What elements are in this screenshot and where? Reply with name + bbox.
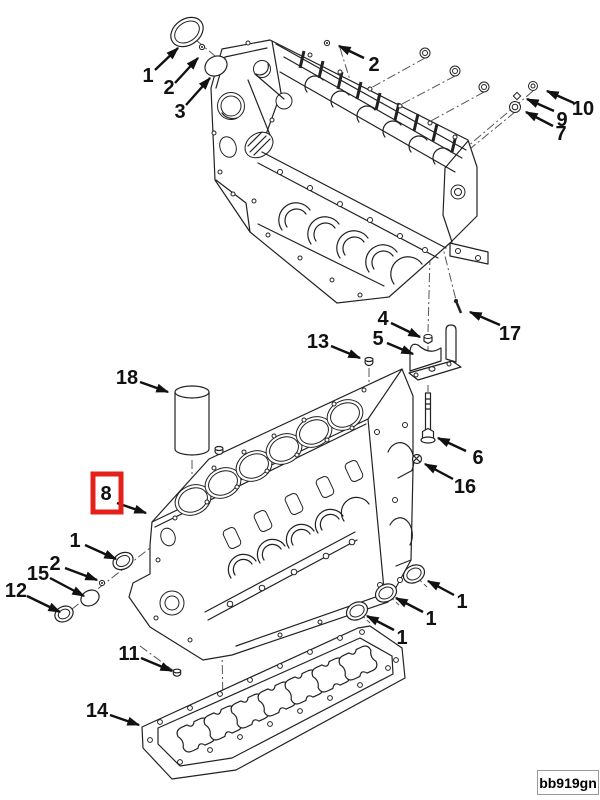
callout-13[interactable]: 13 — [307, 331, 329, 353]
cylinder-bores — [174, 399, 364, 516]
callout-14[interactable]: 14 — [86, 700, 109, 722]
rail-bolts — [226, 538, 356, 608]
o-rings-right — [345, 564, 426, 621]
callout-9[interactable]: 9 — [556, 109, 567, 131]
callout-1-left[interactable]: 1 — [69, 530, 80, 552]
o-ring-left — [112, 551, 134, 571]
tappet-windows — [222, 460, 364, 549]
main-bearing-arches — [278, 202, 423, 285]
callout-4[interactable]: 4 — [377, 308, 389, 330]
callout-1-right-middle[interactable]: 1 — [425, 608, 436, 630]
mid-bolt-holes — [277, 169, 428, 253]
callout-2-left[interactable]: 2 — [49, 553, 60, 575]
callout-labels: 1 2 3 2 10 9 7 4 5 13 17 18 8 6 16 1 2 1… — [5, 54, 594, 722]
figure-code-box: bb919gn — [537, 770, 599, 795]
ring-3 — [204, 55, 228, 77]
rail-bolt-holes — [307, 52, 458, 140]
nut-4 — [423, 333, 433, 345]
ring-7 — [509, 101, 521, 113]
oil-pan-gasket-drawing — [141, 625, 406, 780]
callout-1-right-upper[interactable]: 1 — [456, 591, 467, 613]
callout-6[interactable]: 6 — [472, 447, 483, 469]
callout-2-top-left[interactable]: 2 — [163, 77, 174, 99]
highlight-box — [90, 471, 124, 515]
upper-engine-block-drawing — [210, 39, 489, 304]
callout-15[interactable]: 15 — [27, 563, 49, 585]
plug-left — [98, 579, 106, 587]
skirt-arches — [227, 496, 370, 579]
plug-near-liner — [214, 445, 224, 456]
ring-15 — [80, 589, 100, 607]
deck-bolt-holes — [172, 387, 367, 521]
o-ring-top-left — [170, 16, 204, 48]
callout-12[interactable]: 12 — [5, 580, 27, 602]
stud-row — [298, 50, 458, 153]
ring-10 — [528, 81, 538, 91]
callout-10[interactable]: 10 — [572, 98, 594, 120]
plug-13 — [364, 356, 374, 367]
upper-saddle-arches — [304, 75, 452, 165]
cup-plug-12 — [54, 605, 74, 623]
plug-9 — [512, 91, 522, 101]
plug-11 — [172, 668, 182, 677]
gasket-openings — [176, 645, 378, 753]
pin-17 — [453, 298, 463, 314]
callout-2-top-right[interactable]: 2 — [368, 54, 379, 76]
callout-8-highlighted[interactable]: 8 — [100, 483, 111, 505]
callout-7[interactable]: 7 — [555, 123, 566, 145]
callout-11[interactable]: 11 — [118, 643, 139, 665]
figure-code-label: bb919gn — [539, 774, 597, 791]
bolt-6 — [420, 392, 436, 444]
skirt-bolt-holes — [265, 232, 363, 298]
callout-16[interactable]: 16 — [454, 476, 476, 498]
seal-rings-top-right — [419, 47, 490, 93]
callout-3[interactable]: 3 — [174, 101, 185, 123]
plug-top-left — [198, 43, 206, 51]
callout-arrows — [26, 44, 575, 727]
plug-16 — [411, 453, 423, 465]
plug-top-right — [323, 39, 331, 47]
gasket-bolt-holes — [147, 629, 399, 765]
callout-5[interactable]: 5 — [372, 328, 383, 350]
callout-18[interactable]: 18 — [116, 367, 138, 389]
callout-1-top-left[interactable]: 1 — [142, 65, 153, 87]
callout-17[interactable]: 17 — [499, 323, 521, 345]
callout-1-right-lower[interactable]: 1 — [396, 627, 407, 649]
bracket-5 — [408, 324, 462, 381]
cylinder-liner-drawing — [174, 385, 210, 456]
lower-engine-block-drawing — [128, 368, 415, 661]
